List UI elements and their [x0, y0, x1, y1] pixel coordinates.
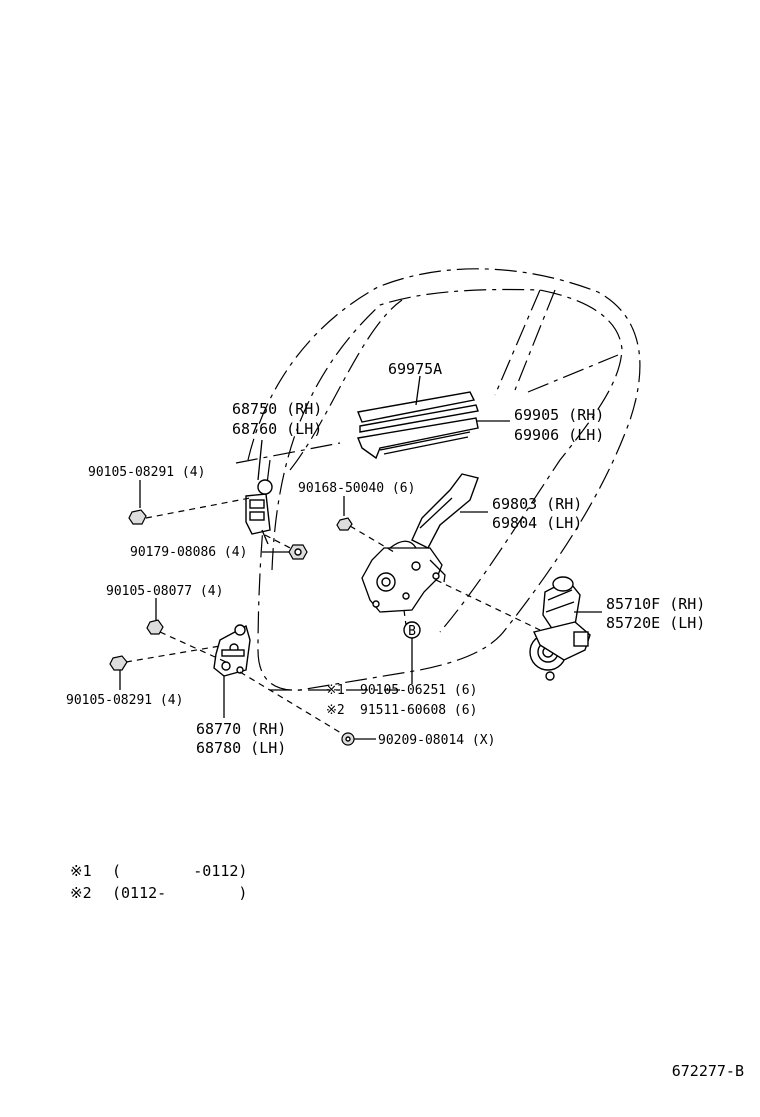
label-85720e: 85720E (LH)	[606, 614, 705, 632]
bolt-lower-b-icon	[109, 655, 128, 671]
dash-regulator-bolt	[349, 525, 395, 553]
label-bolt-upper: 90105-08291 (4)	[88, 465, 205, 480]
leader-68750	[257, 439, 263, 481]
window-motor	[529, 576, 591, 681]
note-1-range: ( -0112)	[112, 862, 247, 880]
label-68780: 68780 (LH)	[196, 739, 286, 757]
note-1-mark: ※1	[70, 862, 92, 880]
dash-motor	[435, 579, 541, 631]
label-69906: 69906 (LH)	[514, 426, 604, 444]
label-bolt-lower-a: 90105-08077 (4)	[106, 584, 223, 599]
label-69804: 69804 (LH)	[492, 514, 582, 532]
label-washer: 90209-08014 (X)	[378, 733, 495, 748]
label-ref1-mark: ※1	[326, 683, 345, 698]
note-2-range: (0112- )	[112, 884, 247, 902]
label-69905: 69905 (RH)	[514, 406, 604, 424]
label-68770: 68770 (RH)	[196, 720, 286, 738]
label-68750: 68750 (RH)	[232, 400, 322, 418]
window-regulator	[361, 473, 479, 613]
dash-bolt-upper	[145, 497, 251, 519]
label-regulator-bolt: 90168-50040 (6)	[298, 481, 415, 496]
window-channel	[357, 391, 479, 460]
dash-nut-upper	[264, 534, 297, 552]
diagram-id: 672277-B	[672, 1062, 744, 1080]
label-ref1-bolt: 90105-06251 (6)	[360, 683, 477, 698]
bolt-upper-icon	[128, 509, 147, 525]
label-ref2-mark: ※2	[326, 703, 345, 718]
dash-bolt-lower-a	[159, 631, 227, 663]
label-nut-upper: 90179-08086 (4)	[130, 545, 247, 560]
ref-b-label: B	[408, 624, 416, 639]
washer-icon	[341, 732, 355, 746]
lower-hinge	[213, 624, 251, 677]
door-outline	[235, 268, 641, 691]
regulator-bolt-icon	[336, 517, 353, 531]
dash-washer	[239, 671, 347, 737]
label-68760: 68760 (LH)	[232, 420, 322, 438]
upper-hinge	[245, 479, 273, 545]
label-bolt-lower-b: 90105-08291 (4)	[66, 693, 183, 708]
bolt-lower-a-icon	[146, 619, 164, 635]
leader-69975a	[415, 375, 421, 406]
label-69803: 69803 (RH)	[492, 495, 582, 513]
label-ref2-bolt: 91511-60608 (6)	[360, 703, 477, 718]
nut-upper-icon	[288, 544, 308, 560]
label-85710f: 85710F (RH)	[606, 595, 705, 613]
ref-b-marker: B	[403, 621, 421, 639]
note-2-mark: ※2	[70, 884, 92, 902]
label-69975a: 69975A	[388, 360, 442, 378]
dash-ref-b	[403, 609, 407, 626]
dash-bolt-lower-b	[125, 645, 221, 663]
